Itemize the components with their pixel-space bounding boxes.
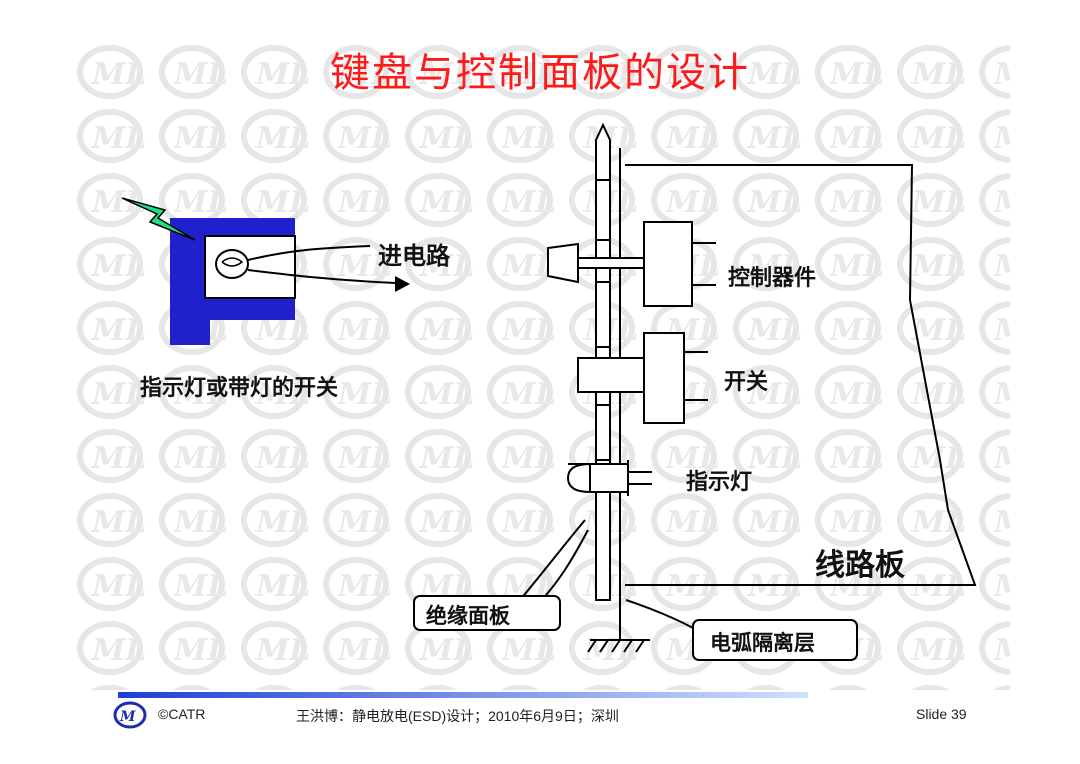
indicator-switch-illustration xyxy=(170,218,410,345)
footer-divider xyxy=(118,692,808,698)
label-control-device: 控制器件 xyxy=(728,266,817,291)
watermark-pattern: ML xyxy=(70,40,1010,690)
label-indicator-switch: 指示灯或带灯的开关 xyxy=(140,376,339,401)
label-arc-isolation-layer: 电弧隔离层 xyxy=(710,631,815,655)
footer-copyright: ©CATR xyxy=(158,706,206,722)
label-indicator: 指示灯 xyxy=(686,470,753,495)
label-input-circuit: 进电路 xyxy=(378,242,450,270)
spark-icon xyxy=(121,197,196,241)
arc-layer-box xyxy=(692,619,858,661)
insulating-panel-box xyxy=(413,595,561,631)
label-insulating-panel: 绝缘面板 xyxy=(426,604,510,628)
panel-cross-section xyxy=(519,122,977,653)
label-circuit-board: 线路板 xyxy=(815,548,905,583)
label-switch: 开关 xyxy=(724,370,769,395)
svg-text:M: M xyxy=(119,709,136,725)
catr-logo-icon: M xyxy=(113,701,147,729)
footer-slide-number: Slide 39 xyxy=(916,706,967,722)
footer-citation: 王洪博：静电放电(ESD)设计；2010年6月9日；深圳 xyxy=(296,708,619,724)
slide-title: 键盘与控制面板的设计 xyxy=(330,50,750,96)
